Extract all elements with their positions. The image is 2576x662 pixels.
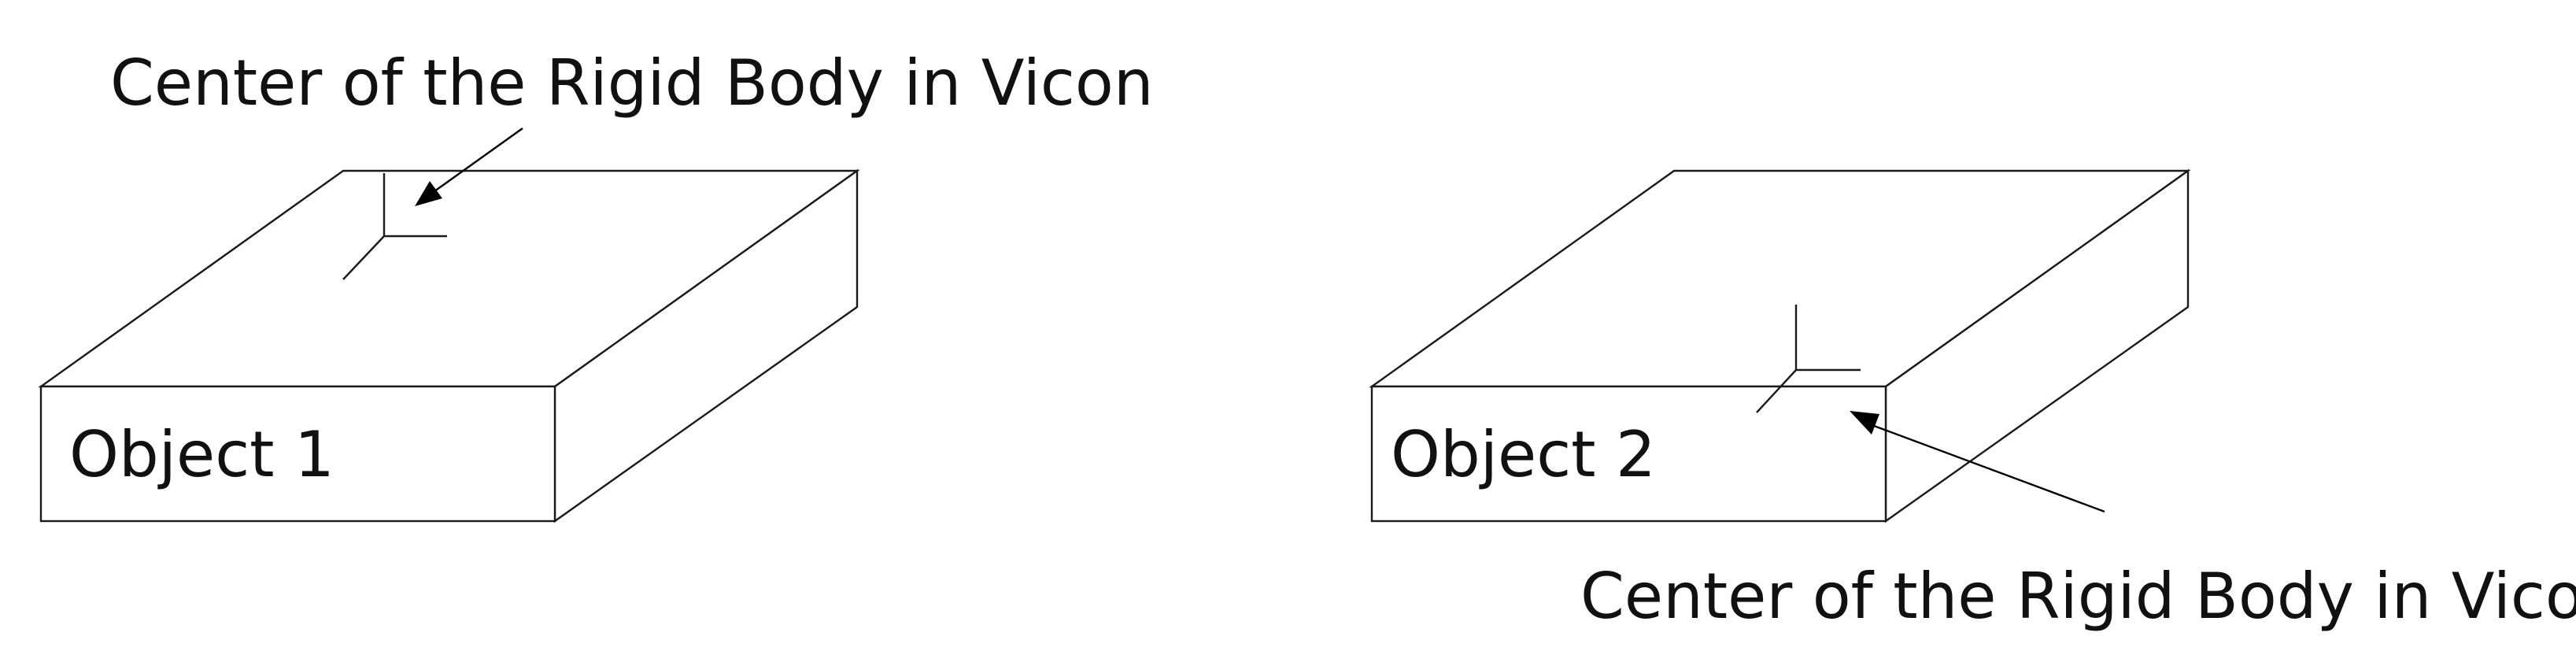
object-1-front-face [39,385,556,523]
object-1-annotation: Center of the Rigid Body in Vicon [110,46,1154,120]
object-1-axes-icon [342,173,447,280]
object-1-group: Center of the Rigid Body in Vicon Object… [38,46,1154,523]
object-2-annotation: Center of the Rigid Body in Vicon [1580,560,2576,633]
object-1-leader-arrow [415,128,523,206]
object-2-label: Object 2 [1391,418,1656,491]
object-2-leader-arrow [1850,411,2105,513]
object-2-front-face [1370,385,1887,523]
object-2-group: Center of the Rigid Body in Vicon Object… [1369,168,2576,633]
object-2-axes-icon [1756,305,1861,413]
object-1-label: Object 1 [69,418,334,491]
